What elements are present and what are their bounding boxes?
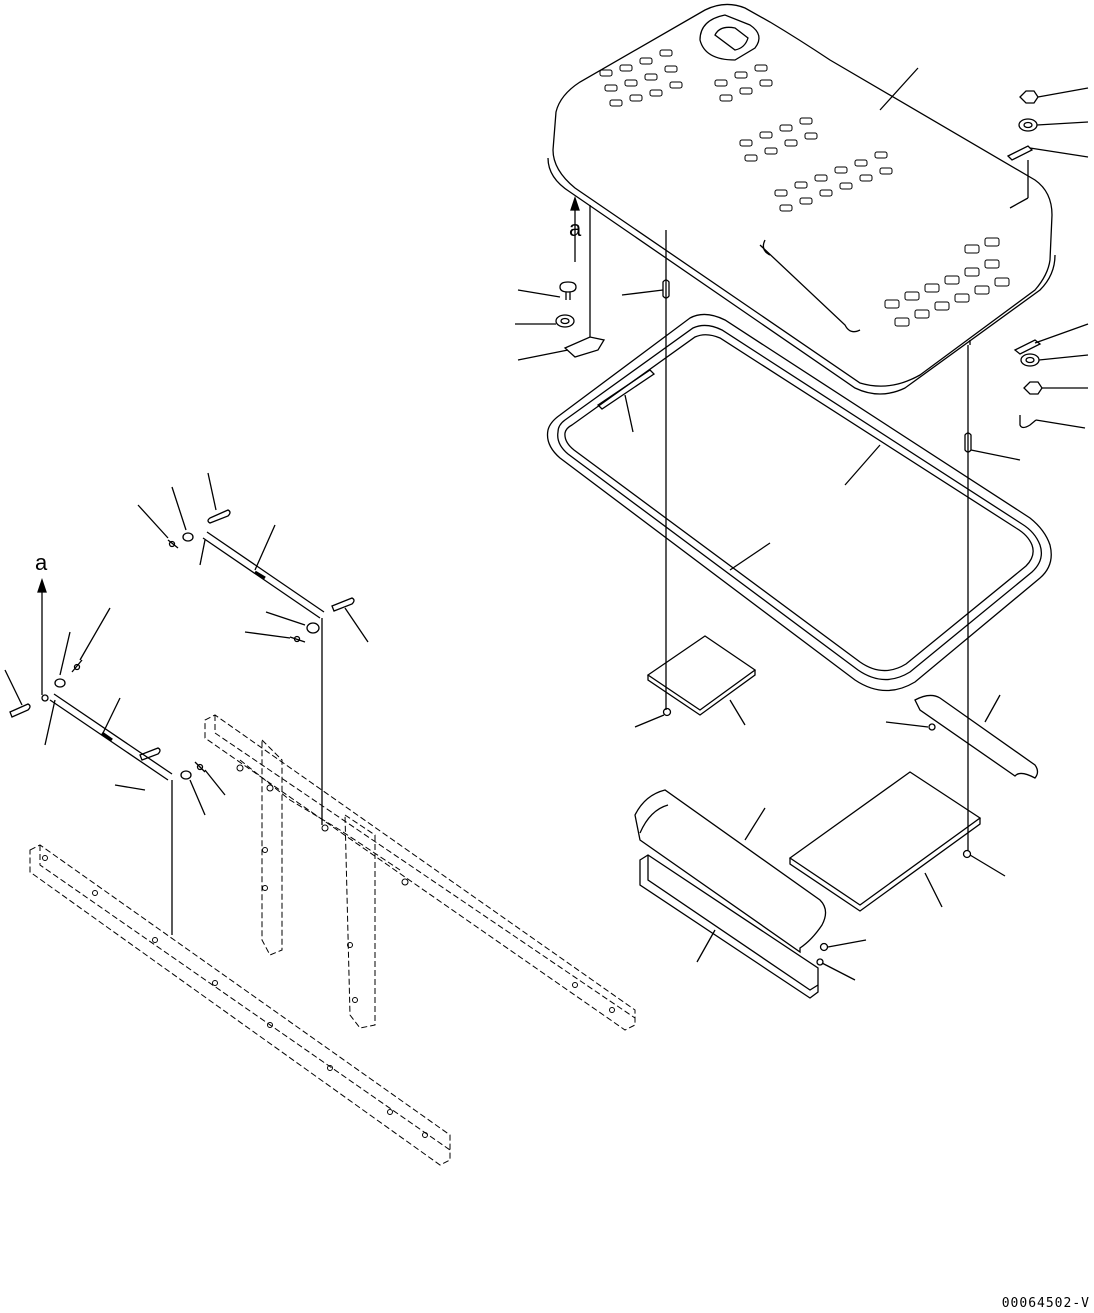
arrow-label-right: a [569,216,582,241]
seal-frame [546,313,1052,692]
engine-hood [547,3,1056,395]
hood-vent-grid [599,49,1010,327]
arrow-label-left: a [35,550,48,575]
hood-left-hardware [515,195,606,361]
stay-linkage-lower [4,577,226,935]
frame-rail-holes [42,764,615,1138]
vertical-reference-lines [621,230,1021,850]
hood-right-hardware [969,87,1089,429]
stay-linkage-upper [137,472,369,825]
lower-right-parts [634,635,1039,999]
frame-rails [29,714,636,1166]
drawing-code: 00064502-V [1001,1296,1090,1311]
